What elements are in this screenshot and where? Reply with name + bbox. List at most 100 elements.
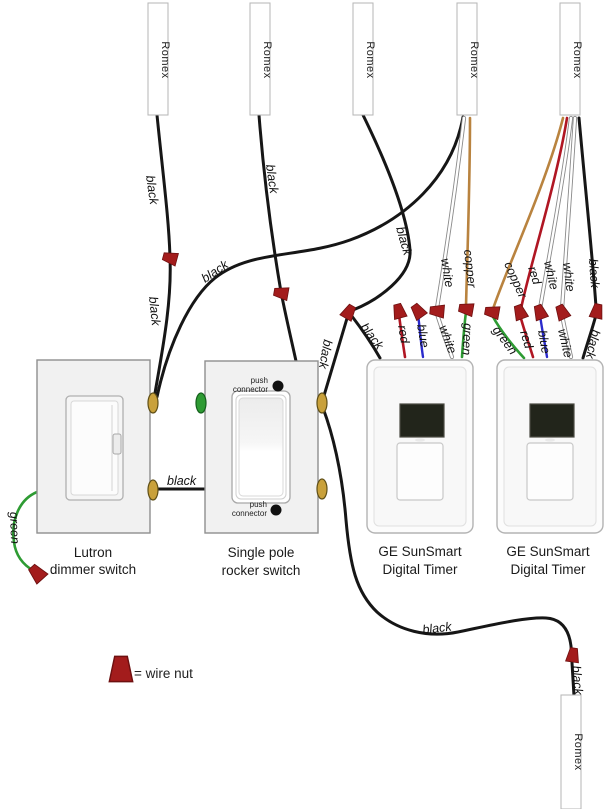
wire-nut [565,646,581,664]
romex-label-5: Romex [571,41,583,78]
timer2-lcd-screen [529,403,575,438]
push-connector-dot-top [272,380,284,392]
timer1-indicator [415,438,425,442]
romex-sleeve-4 [456,2,478,116]
wire-label: black [586,258,602,289]
rocker-caption-line1: Single pole [228,545,295,560]
wire-label: blue [535,329,553,355]
wire-label: black [569,665,586,696]
dimmer-paddle [70,400,119,496]
wire-label: white [560,262,577,293]
wire-label: white [436,323,459,355]
wire-romex2-to-rocker [257,113,298,363]
push-connector-bottom-line2: connector [232,509,267,518]
wire-label: black [146,296,163,327]
wire-label: black [167,474,197,488]
wire-label: copper [501,260,530,301]
wire-label: red [517,329,536,351]
wire-label: black [316,338,335,370]
wire-nut [588,302,606,320]
green-wire-timer2-lead [490,313,526,360]
red-wire-timer1-lead [397,313,407,359]
wire-label: red [395,324,412,345]
wire-label: black [263,163,281,195]
timer1-caption-line2: Digital Timer [382,562,458,577]
timer2-button [526,442,574,501]
white-wire-timer2-above-1 [537,115,574,312]
legend-wire-nut-icon [108,655,134,683]
wire-nut [428,303,446,319]
dimmer-caption-line1: Lutron [74,545,112,560]
push-connector-top-line2: connector [233,385,268,394]
timer1-button [396,442,444,501]
wire-label: black [422,619,453,637]
wire-label: black [393,225,415,258]
rocker-terminal-top [316,392,328,414]
single-pole-rocker-switch: push connector push connector Single pol… [195,360,328,578]
wire-nut [408,301,428,321]
romex-cables: Romex Romex Romex Romex Romex Romex [147,2,584,809]
wire-label: white [555,328,575,360]
wire-label: green [7,512,22,544]
green-ground-wire-dimmer [12,490,39,573]
wire-junction-to-timer1 [349,313,382,360]
wire-nut [390,302,408,320]
timer2-caption-line2: Digital Timer [510,562,586,577]
colored-wires [12,115,578,573]
wire-romex4-black-to-dimmer [155,115,465,399]
romex-label-1: Romex [159,41,171,78]
romex-sleeve-2 [249,2,271,116]
legend-wire-nut-label: = wire nut [134,666,193,681]
romex-sleeve-5 [559,2,581,116]
romex-label-bottom: Romex [572,733,584,770]
timer1-lcd-screen [399,403,445,438]
dimmer-terminal-bottom [147,479,159,501]
push-connector-bottom-line1: push [250,500,267,509]
wire-nut [552,302,572,322]
wire-label: black [143,174,161,206]
wire-label: black [199,257,232,285]
wire-romex3-to-junction [351,113,412,312]
wire-romex5-black-above [577,116,598,309]
wire-label: copper [461,249,479,289]
wire-label: blue [414,323,432,349]
copper-wire-timer1 [464,116,472,308]
romex-sleeve-3 [352,2,374,116]
green-wire-timer1-lead [460,310,468,359]
wire-label: green [459,323,475,356]
romex-label-4: Romex [468,41,480,78]
timer1-caption-line1: GE SunSmart [378,544,462,559]
dimmer-terminal-top [147,392,159,414]
white-wire-timer1-lead [434,311,455,360]
legend: = wire nut [108,655,193,683]
romex-label-2: Romex [261,41,273,78]
rocker-paddle [238,397,284,497]
romex-sleeve-1 [147,2,169,116]
push-connector-top-line1: push [251,376,268,385]
dimmer-caption-line2: dimmer switch [50,562,136,577]
wire-label: white [541,260,561,292]
rocker-caption-line2: rocker switch [222,563,301,578]
push-connector-dot-bottom [270,504,282,516]
wire-label: green [490,323,520,357]
wire-label: black [583,328,603,360]
wire-nut [25,561,49,585]
wire-label: black [358,320,387,352]
rocker-terminal-bottom [316,478,328,500]
dimmer-slider [112,433,122,455]
wire-timer2-black-lead [581,313,598,360]
copper-wire-timer2 [491,116,565,311]
timer2-indicator [545,438,555,442]
romex-sleeve-bottom [560,694,582,809]
timer2-caption-line1: GE SunSmart [506,544,590,559]
wire-nut [510,302,530,322]
wire-nut [483,303,501,321]
rocker-terminal-green [195,392,207,414]
wire-label: white [438,257,456,288]
white-wire-timer1-above [434,115,467,311]
red-wire-timer2-above [519,116,569,311]
white-wire-timer2-above-2 [559,115,578,312]
romex-label-3: Romex [364,41,376,78]
lutron-dimmer-switch: Lutron dimmer switch [36,359,159,577]
